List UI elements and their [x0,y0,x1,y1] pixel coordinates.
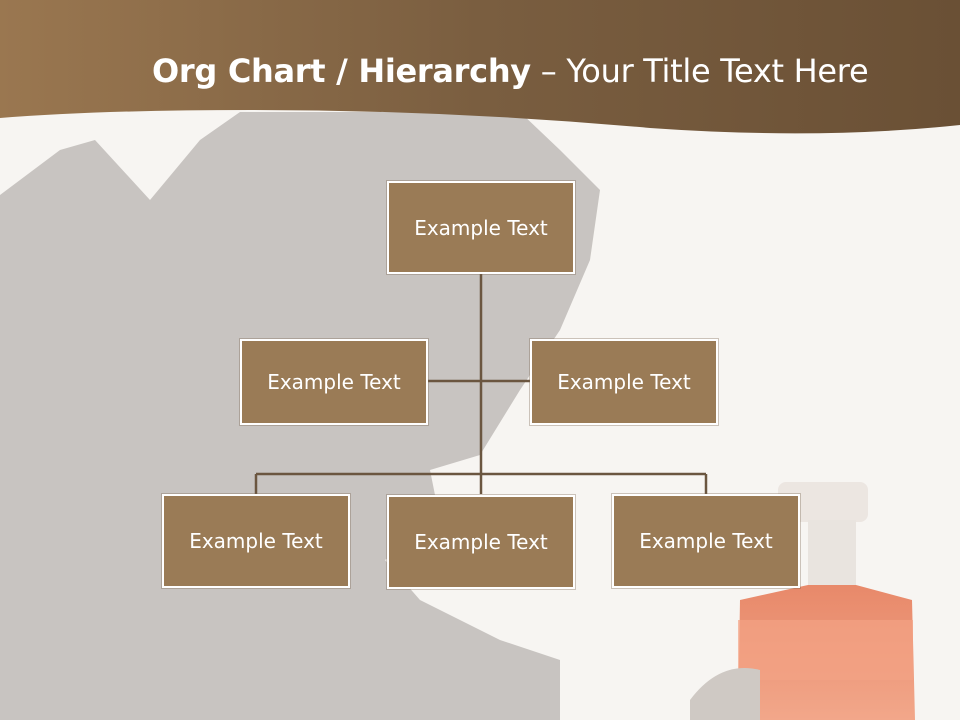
title-bold: Org Chart / Hierarchy [152,52,531,90]
silhouette-hand [195,650,320,720]
org-node-level2-right[interactable]: Example Text [530,339,718,425]
bottle-shape [690,482,915,720]
org-node-level3-left[interactable]: Example Text [162,494,350,588]
org-node-level3-center[interactable]: Example Text [387,495,575,589]
org-node-root[interactable]: Example Text [387,181,575,274]
header-band [0,0,960,134]
title-rest: Your Title Text Here [566,52,869,90]
slide-title: Org Chart / Hierarchy – Your Title Text … [152,52,869,90]
org-node-level2-left[interactable]: Example Text [240,339,428,425]
title-dash: – [530,52,567,90]
org-node-level3-right[interactable]: Example Text [612,494,800,588]
